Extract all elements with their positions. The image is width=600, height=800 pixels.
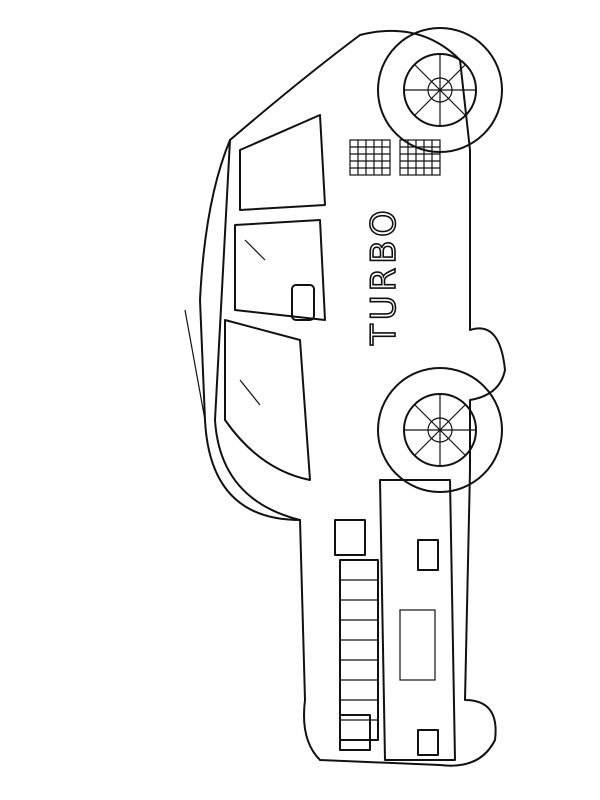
- rear-wheel: [377, 27, 503, 153]
- antenna: [184, 309, 206, 421]
- checker-decal-front: [399, 139, 441, 176]
- turbo-decal-text: TURBO: [364, 206, 404, 346]
- fog-light: [417, 729, 439, 756]
- checker-decal-rear: [349, 139, 391, 176]
- glass-reflection: [244, 239, 266, 261]
- car-body-outline: [199, 29, 506, 767]
- glass-reflection: [239, 379, 261, 406]
- rear-door-window: [234, 219, 326, 321]
- roof-line: [214, 139, 301, 521]
- bumper: [379, 479, 456, 761]
- fog-light: [417, 539, 439, 571]
- front-door-window: [224, 319, 311, 481]
- grille-slats: [340, 579, 378, 721]
- rear-window: [239, 114, 326, 211]
- headlight-left: [334, 519, 366, 556]
- side-mirror: [291, 284, 315, 321]
- headlight-right: [339, 714, 371, 751]
- front-wheel: [377, 367, 503, 493]
- grille: [339, 559, 379, 741]
- license-plate: [399, 609, 436, 681]
